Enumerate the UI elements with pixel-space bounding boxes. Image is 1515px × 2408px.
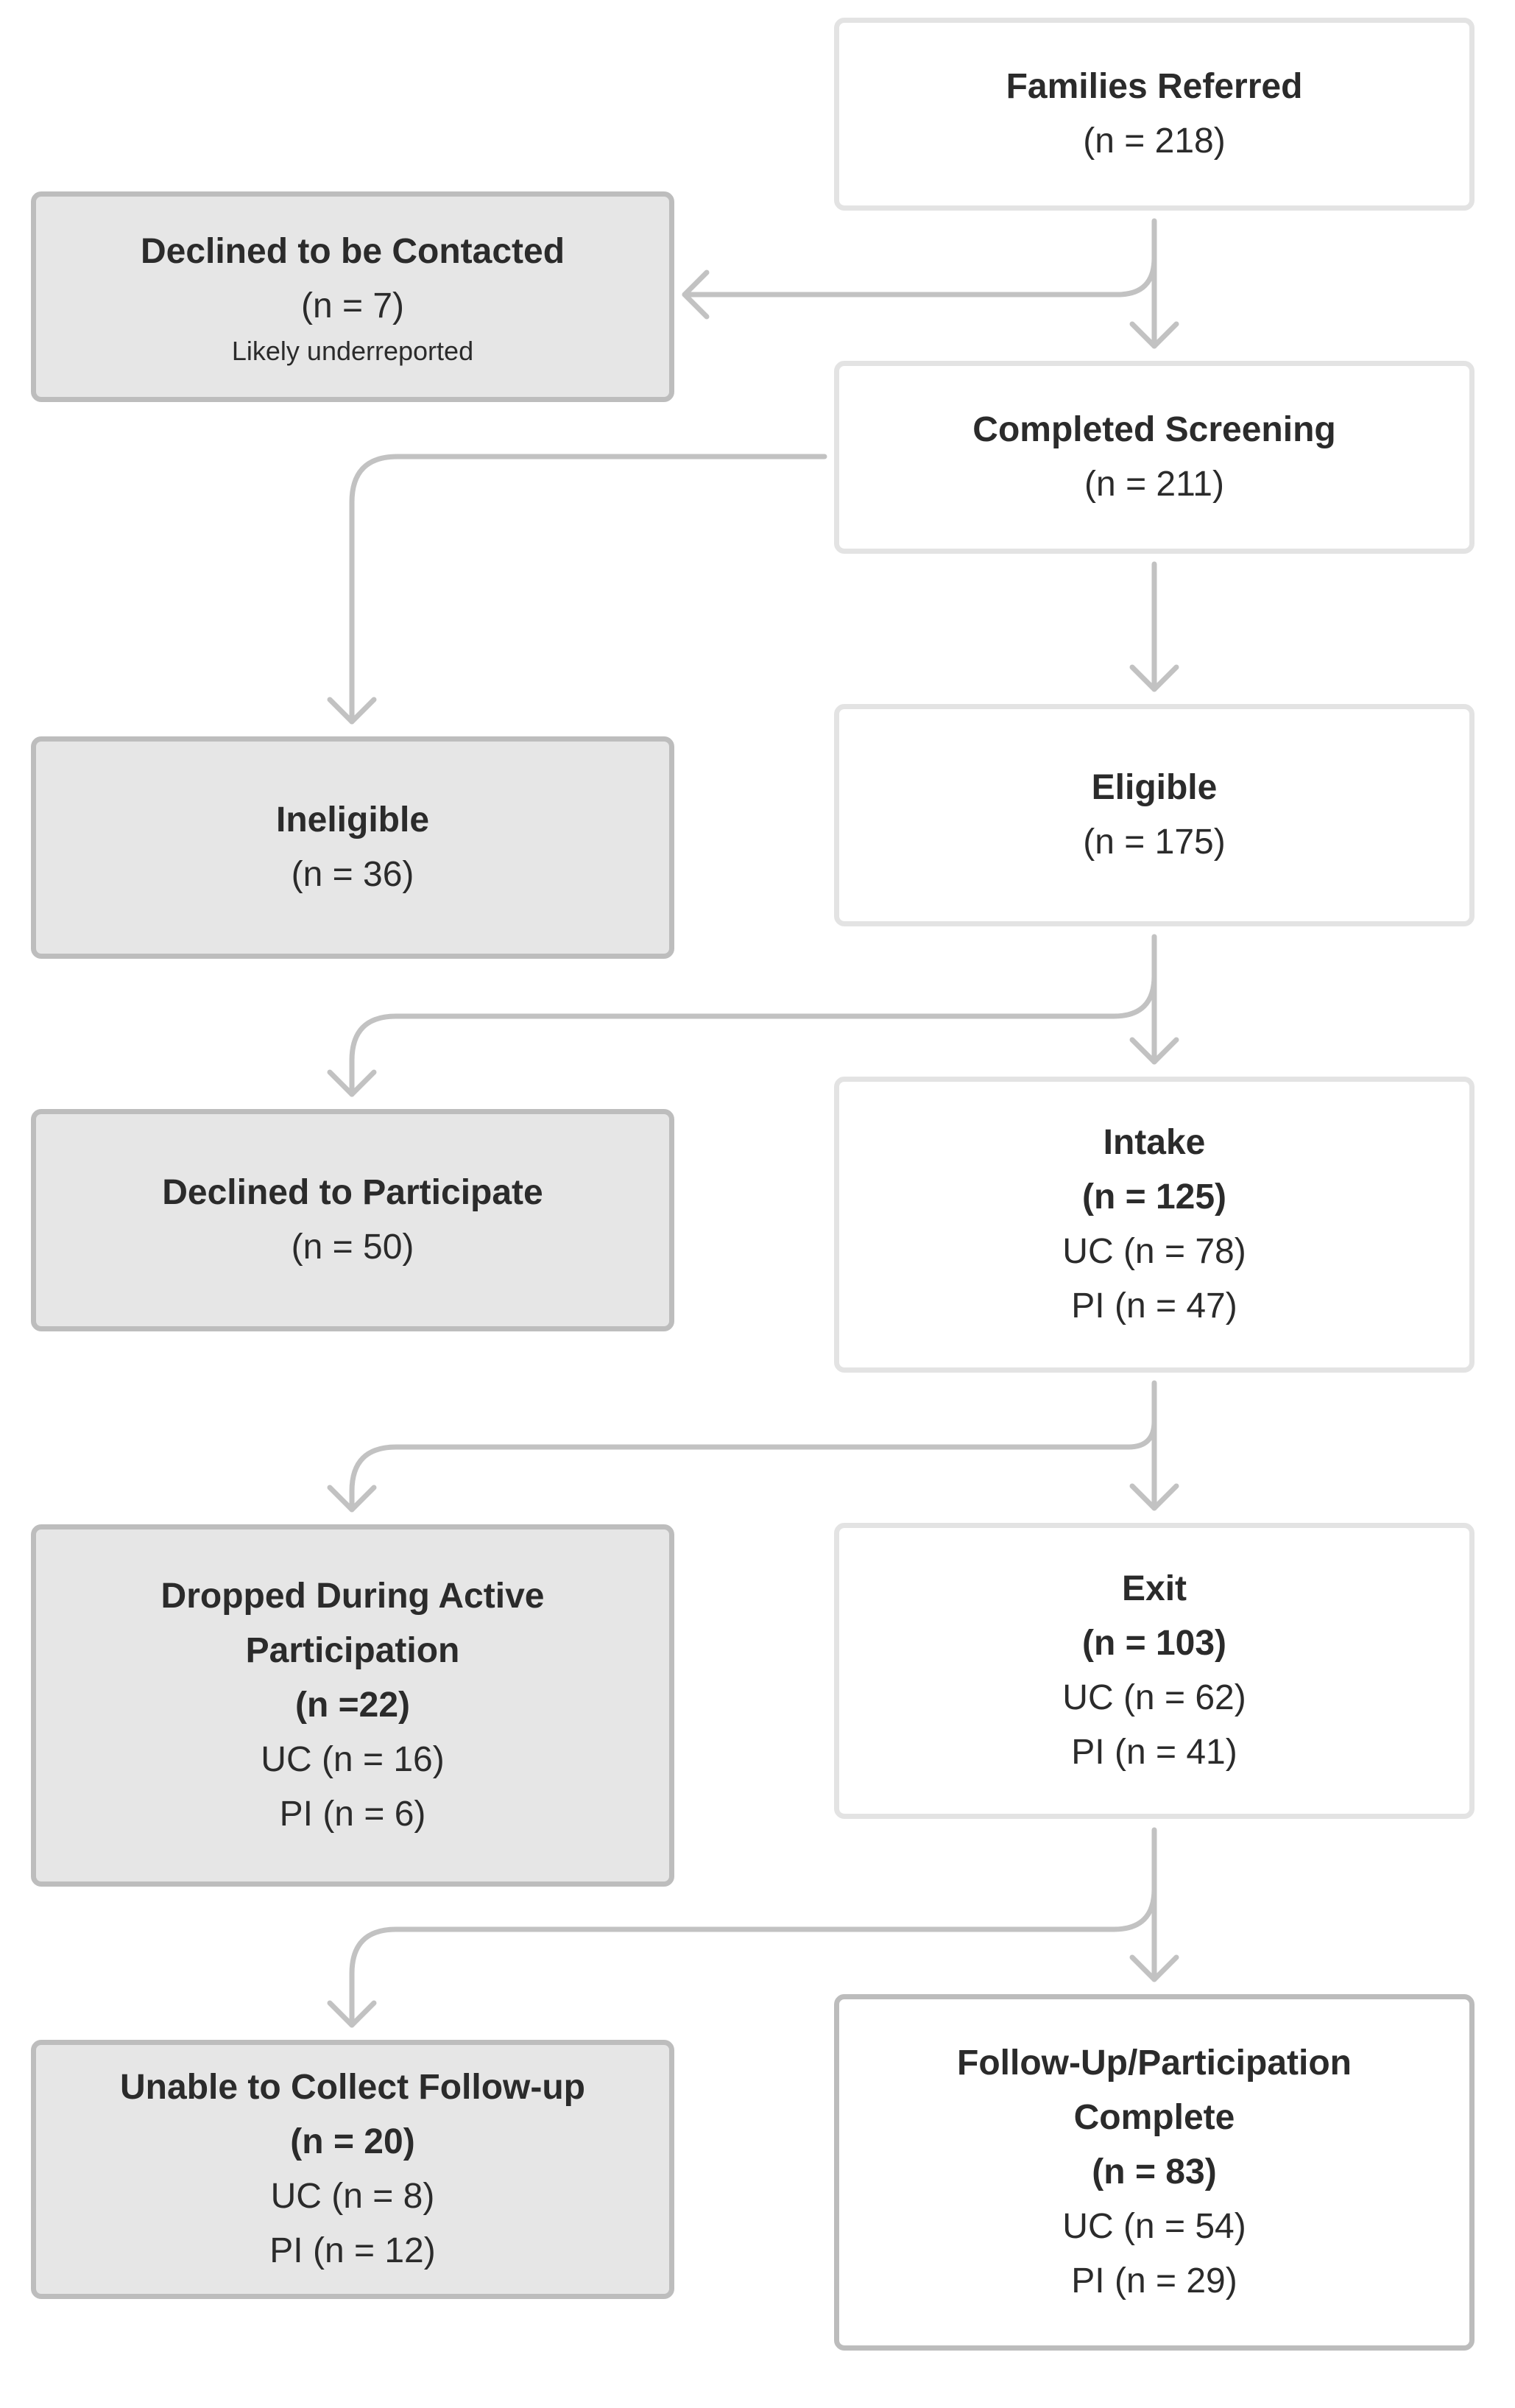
arrowhead-exit bbox=[1129, 1483, 1179, 1511]
box-title: Declined to be Contacted bbox=[140, 232, 565, 271]
box-count: (n = 125) bbox=[1081, 1177, 1227, 1217]
box-title-line2: Participation bbox=[245, 1631, 460, 1670]
box-title: Unable to Collect Follow-up bbox=[120, 2068, 585, 2107]
arrowhead-unable-followup bbox=[327, 2000, 377, 2028]
box-title: Exit bbox=[1121, 1569, 1187, 1608]
box-pi-count: PI (n = 29) bbox=[1071, 2261, 1237, 2300]
box-eligible: Eligible (n = 175) bbox=[834, 704, 1475, 926]
box-declined-participate: Declined to Participate (n = 50) bbox=[31, 1109, 674, 1331]
box-dropped: Dropped During Active Participation (n =… bbox=[31, 1524, 674, 1887]
box-uc-count: UC (n = 8) bbox=[270, 2177, 435, 2216]
box-uc-count: UC (n = 62) bbox=[1062, 1678, 1246, 1717]
box-note: Likely underreported bbox=[231, 336, 474, 366]
connector-screening-to-ineligible bbox=[349, 454, 827, 725]
box-count: (n = 211) bbox=[1084, 465, 1224, 504]
box-pi-count: PI (n = 41) bbox=[1071, 1733, 1237, 1772]
box-count: (n =22) bbox=[294, 1686, 411, 1725]
box-title: Ineligible bbox=[275, 800, 430, 839]
box-title-line1: Dropped During Active bbox=[160, 1577, 545, 1616]
box-count: (n = 103) bbox=[1081, 1624, 1227, 1663]
arrowhead-dropped bbox=[327, 1485, 377, 1513]
box-pi-count: PI (n = 47) bbox=[1071, 1286, 1237, 1326]
box-title: Completed Screening bbox=[972, 410, 1336, 449]
box-count: (n = 20) bbox=[290, 2122, 415, 2161]
box-declined-contact: Declined to be Contacted (n = 7) Likely … bbox=[31, 191, 674, 402]
box-count: (n = 7) bbox=[300, 286, 405, 325]
arrowhead-intake bbox=[1129, 1037, 1179, 1065]
arrowhead-declined-contact bbox=[682, 270, 710, 320]
box-unable-followup: Unable to Collect Follow-up (n = 20) UC … bbox=[31, 2040, 674, 2299]
box-count: (n = 36) bbox=[291, 855, 414, 894]
box-count: (n = 218) bbox=[1083, 122, 1226, 161]
box-title: Eligible bbox=[1091, 768, 1218, 807]
box-pi-count: PI (n = 6) bbox=[279, 1795, 426, 1834]
arrowhead-eligible bbox=[1129, 664, 1179, 692]
connector-eligible-to-declined-participate bbox=[349, 973, 1157, 1097]
box-followup-complete: Follow-Up/Participation Complete (n = 83… bbox=[834, 1994, 1475, 2351]
connector-referred-to-declined-contact bbox=[682, 255, 1157, 298]
arrowhead-ineligible bbox=[327, 697, 377, 725]
arrowhead-followup-complete bbox=[1129, 1954, 1179, 1982]
box-uc-count: UC (n = 16) bbox=[261, 1740, 445, 1779]
box-families-referred: Families Referred (n = 218) bbox=[834, 18, 1475, 211]
box-count: (n = 50) bbox=[291, 1228, 414, 1267]
box-intake: Intake (n = 125) UC (n = 78) PI (n = 47) bbox=[834, 1077, 1475, 1373]
arrowhead-screening bbox=[1129, 321, 1179, 349]
box-uc-count: UC (n = 78) bbox=[1062, 1232, 1246, 1271]
box-completed-screening: Completed Screening (n = 211) bbox=[834, 361, 1475, 554]
box-title-line1: Follow-Up/Participation bbox=[957, 2043, 1352, 2083]
box-exit: Exit (n = 103) UC (n = 62) PI (n = 41) bbox=[834, 1523, 1475, 1819]
box-ineligible: Ineligible (n = 36) bbox=[31, 736, 674, 959]
connector-intake-to-dropped bbox=[349, 1418, 1157, 1513]
box-title-line2: Complete bbox=[1073, 2098, 1235, 2137]
box-count: (n = 175) bbox=[1083, 823, 1226, 862]
connector-exit-to-unable-followup bbox=[349, 1886, 1157, 2028]
box-count: (n = 83) bbox=[1092, 2152, 1217, 2192]
arrowhead-declined-participate bbox=[327, 1069, 377, 1097]
box-title: Intake bbox=[1103, 1123, 1206, 1162]
box-pi-count: PI (n = 12) bbox=[269, 2231, 436, 2270]
box-title: Families Referred bbox=[1006, 67, 1303, 106]
box-title: Declined to Participate bbox=[162, 1173, 543, 1212]
box-uc-count: UC (n = 54) bbox=[1062, 2207, 1246, 2246]
